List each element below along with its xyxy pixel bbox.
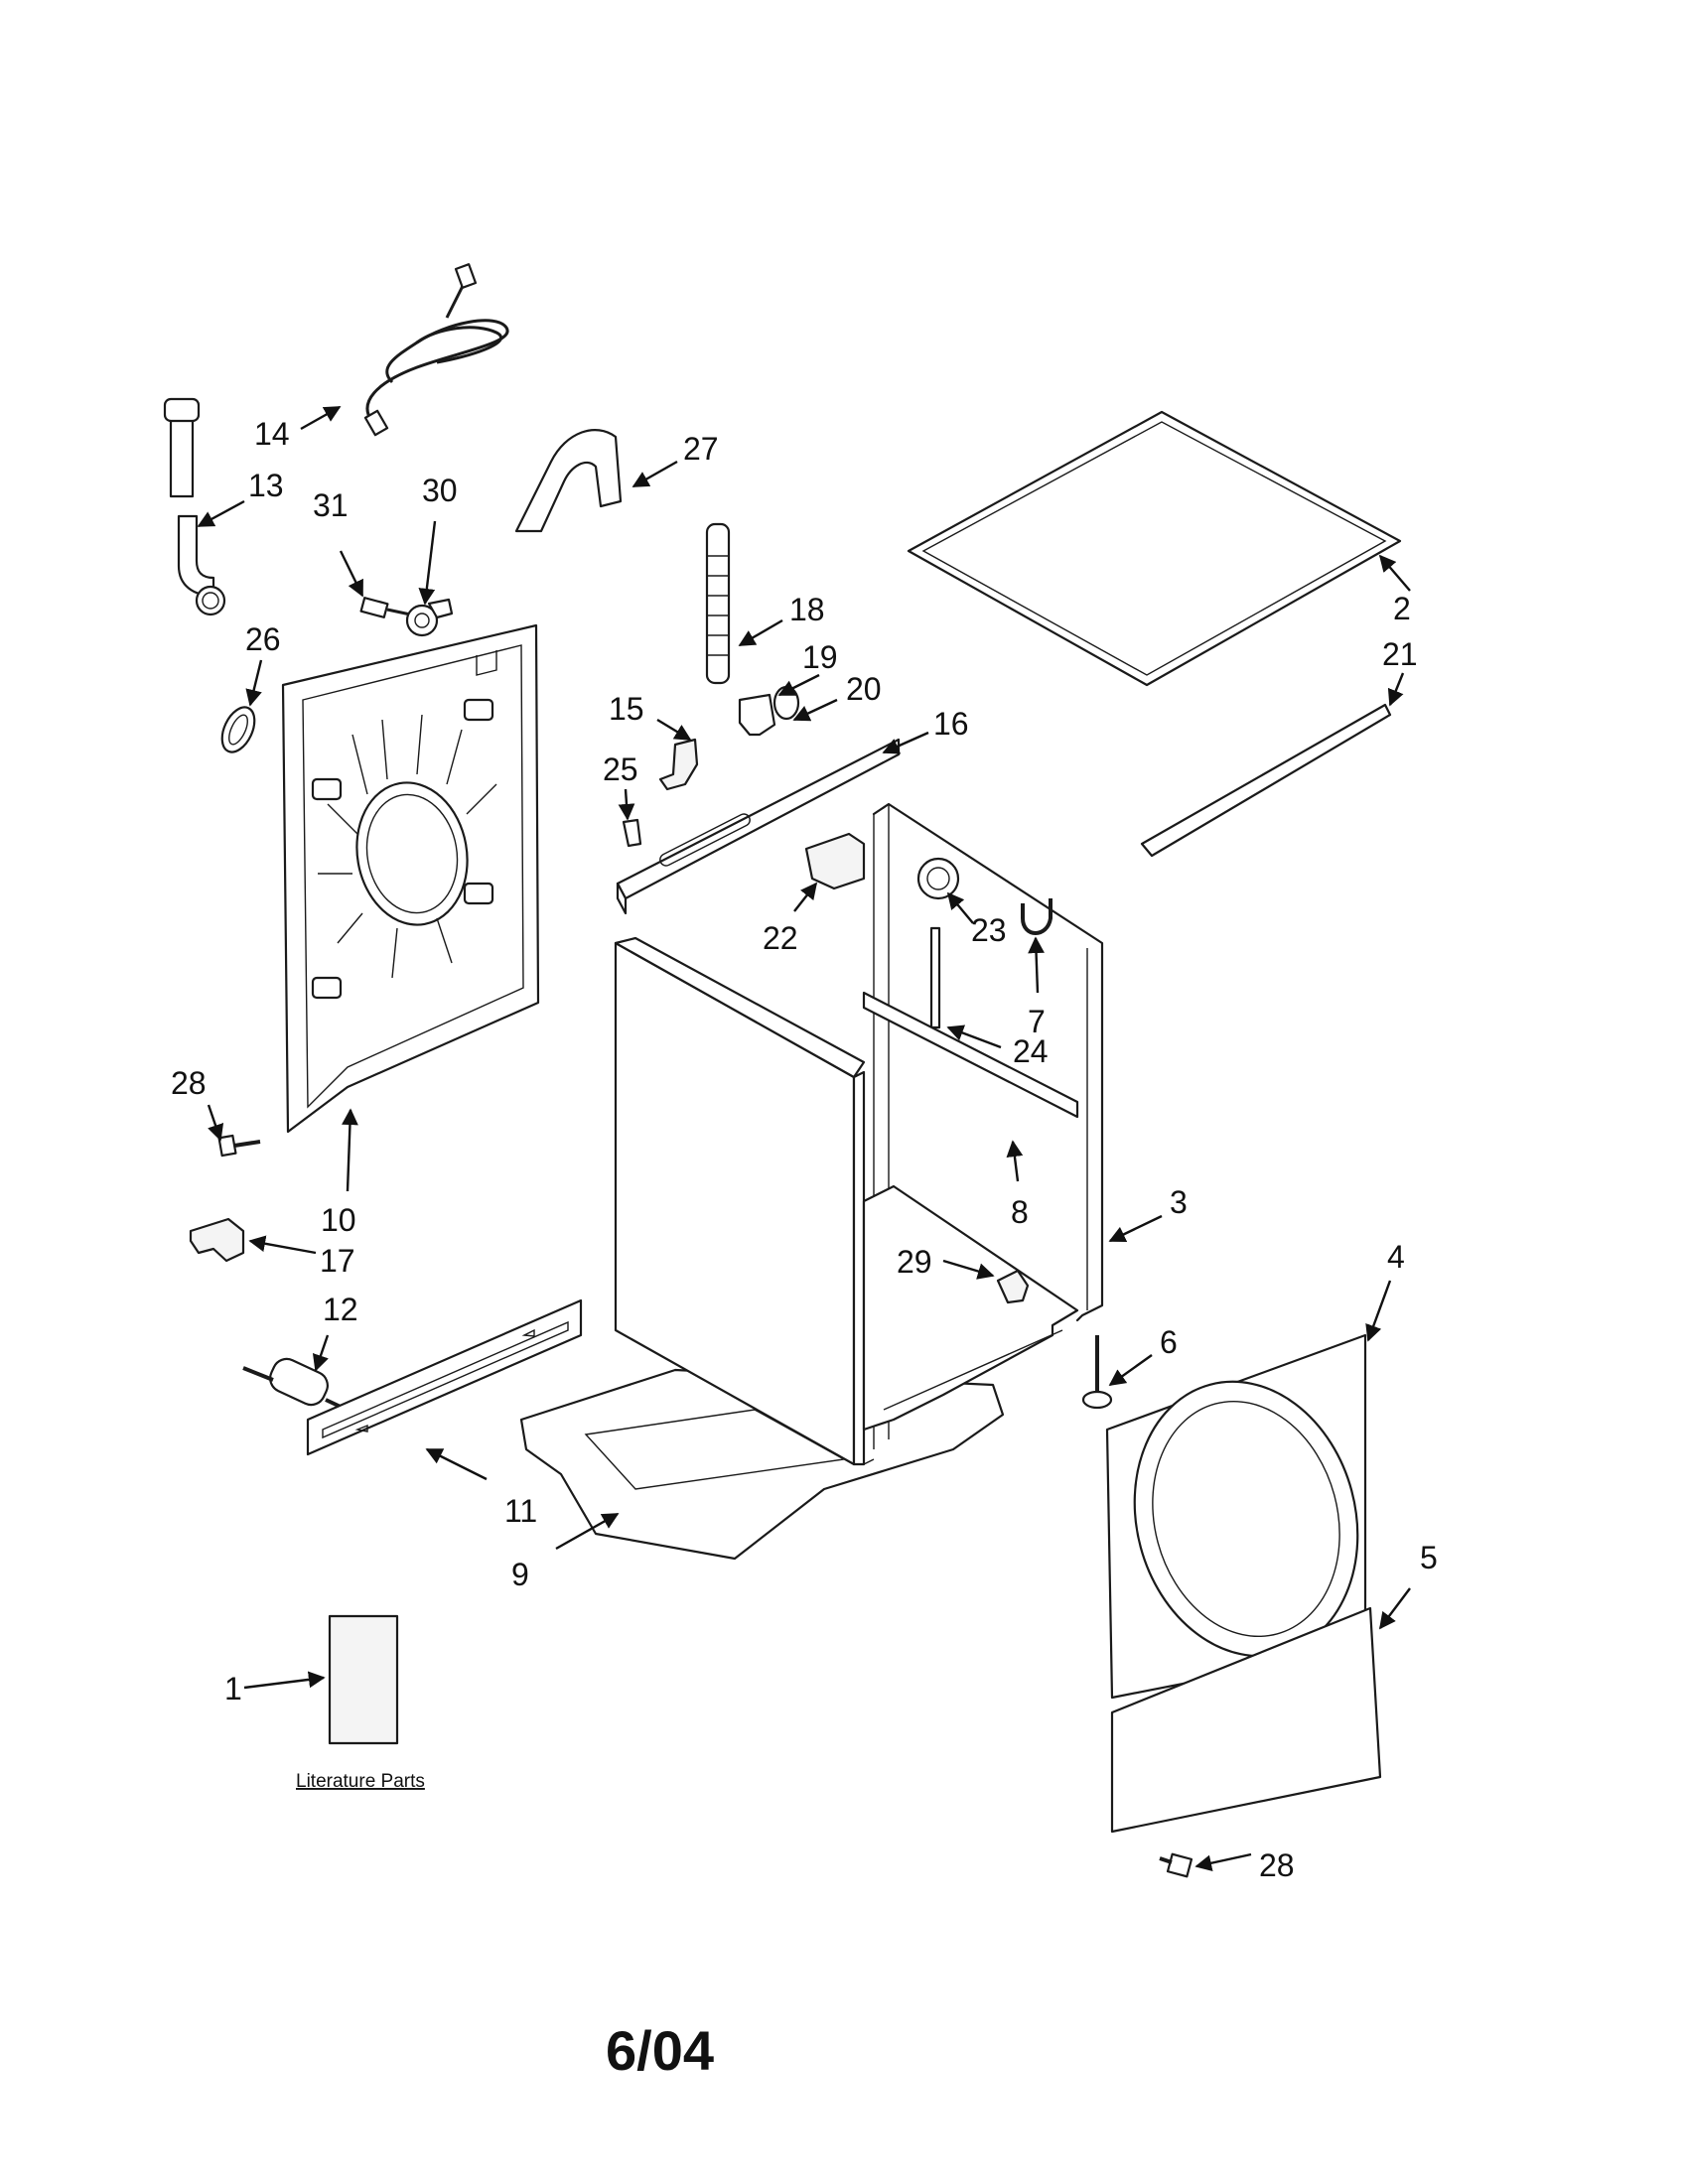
callout-21: 21 xyxy=(1382,636,1418,672)
callout-18: 18 xyxy=(789,592,825,627)
callout-26: 26 xyxy=(245,621,281,657)
clip xyxy=(189,1217,245,1263)
callout-3: 3 xyxy=(1170,1184,1188,1220)
callout-25: 25 xyxy=(603,751,638,787)
callout-12: 12 xyxy=(323,1292,358,1327)
screw-25 xyxy=(622,818,642,848)
callout-4: 4 xyxy=(1387,1239,1405,1275)
sensor-23 xyxy=(916,857,960,900)
damper xyxy=(242,1357,344,1410)
date-code: 6/04 xyxy=(606,2019,714,2082)
callout-20: 20 xyxy=(846,671,882,707)
callout-28-right: 28 xyxy=(1259,1847,1295,1883)
brace-21 xyxy=(1140,703,1392,858)
callout-8: 8 xyxy=(1011,1194,1029,1230)
clip-29 xyxy=(996,1269,1030,1304)
callout-22: 22 xyxy=(763,920,798,956)
callout-16: 16 xyxy=(933,706,969,742)
bracket-15 xyxy=(658,738,699,791)
tube-24 xyxy=(929,926,941,1029)
power-cord xyxy=(363,263,509,437)
top-bracket xyxy=(616,738,901,915)
literature-booklet xyxy=(328,1614,399,1745)
callout-24: 24 xyxy=(1013,1033,1049,1069)
rear-panel xyxy=(281,623,540,1134)
screw-28a xyxy=(217,1134,261,1158)
elbow-19 xyxy=(738,693,776,737)
callout-6: 6 xyxy=(1160,1324,1178,1360)
callout-19: 19 xyxy=(802,639,838,675)
callout-13: 13 xyxy=(248,468,284,503)
grommet xyxy=(220,706,256,753)
cabinet xyxy=(614,802,1104,1466)
crossbar-8 xyxy=(862,991,1079,1119)
pressure-switch xyxy=(804,832,866,890)
top-frame xyxy=(907,410,1402,687)
hose-18 xyxy=(705,522,731,685)
callout-10: 10 xyxy=(321,1202,356,1238)
callout-28-left: 28 xyxy=(171,1065,207,1101)
callout-30: 30 xyxy=(422,473,458,508)
callout-1: 1 xyxy=(224,1671,242,1706)
lower-panel xyxy=(1110,1606,1382,1834)
callout-labels: 14 13 27 31 30 26 18 2 21 19 20 15 16 25… xyxy=(171,416,1438,1883)
hose-clamp xyxy=(359,597,454,637)
rail xyxy=(306,1298,583,1456)
callout-23: 23 xyxy=(971,912,1007,948)
callout-17: 17 xyxy=(320,1243,355,1279)
screw-28b xyxy=(1159,1852,1193,1878)
front-panel xyxy=(1105,1333,1367,1700)
literature-parts-label: Literature Parts xyxy=(296,1771,425,1792)
callout-11: 11 xyxy=(504,1493,537,1529)
hook-7 xyxy=(1021,898,1052,935)
callout-2: 2 xyxy=(1393,591,1411,626)
leveling-foot xyxy=(1081,1335,1113,1410)
callout-7: 7 xyxy=(1028,1004,1046,1039)
hose-guide xyxy=(514,429,623,533)
callout-29: 29 xyxy=(897,1244,932,1280)
callout-31: 31 xyxy=(313,487,349,523)
callout-14: 14 xyxy=(254,416,290,452)
inlet-hose xyxy=(163,397,226,616)
callout-9: 9 xyxy=(511,1557,529,1592)
leader-lines xyxy=(197,405,1411,1871)
callout-27: 27 xyxy=(683,431,719,467)
callout-15: 15 xyxy=(609,691,644,727)
callout-5: 5 xyxy=(1420,1540,1438,1575)
